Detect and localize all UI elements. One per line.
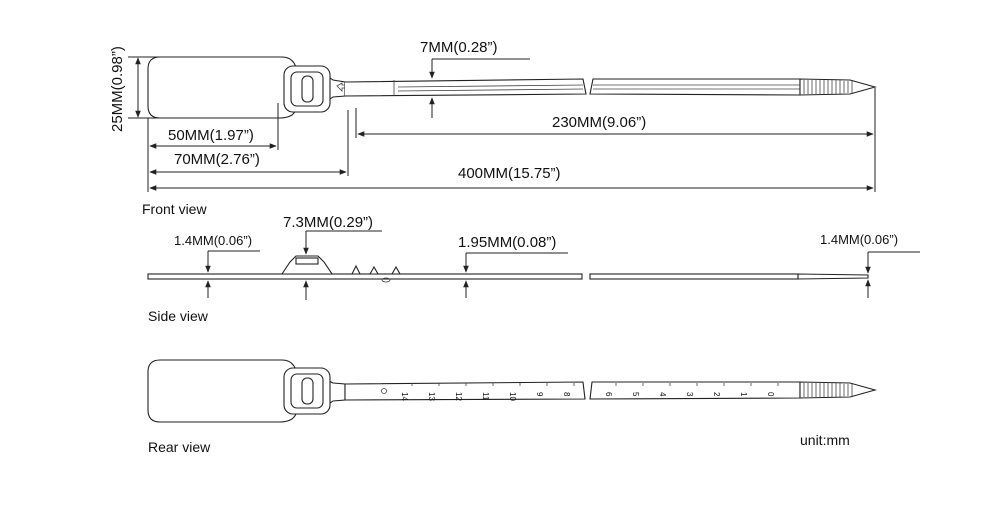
rear-lock-slot <box>301 377 314 405</box>
dim-length-50: 50MM(1.97”) <box>168 127 254 144</box>
ruler-num: 6 <box>604 392 613 397</box>
front-strap-left <box>344 78 587 97</box>
rear-ruler-right: 6 5 4 3 2 1 0 <box>604 383 779 397</box>
side-nub <box>381 277 391 283</box>
ruler-num: 14 <box>400 392 409 401</box>
dim-thick-73: 7.3MM(0.29”) <box>283 214 373 231</box>
side-lock-top <box>295 257 319 265</box>
unit-label: unit:mm <box>800 432 850 448</box>
ruler-num: 13 <box>427 392 436 401</box>
rear-view: 14 13 12 11 10 9 8 6 5 4 3 2 1 0 Rear vi… <box>147 359 878 455</box>
rear-ruler-left: 14 13 12 11 10 9 8 <box>400 383 575 401</box>
rear-tail-teeth <box>803 383 853 397</box>
front-strap-right <box>589 78 801 96</box>
ruler-num: 1 <box>739 392 748 397</box>
dim-height-25: 25MM(0.98”) <box>109 46 126 132</box>
side-strap-right <box>589 273 799 280</box>
side-strap-left <box>147 273 583 280</box>
ruler-num: 9 <box>535 392 544 397</box>
dim-length-70: 70MM(2.76”) <box>174 151 260 168</box>
ruler-num: 3 <box>685 392 694 397</box>
dim-thick-14-left: 1.4MM(0.06”) <box>174 233 252 248</box>
ruler-num: 4 <box>658 392 667 397</box>
front-tail <box>799 78 878 96</box>
dim-thick-14-right: 1.4MM(0.06”) <box>820 232 898 247</box>
ruler-num: 0 <box>766 392 775 397</box>
dim-length-400: 400MM(15.75”) <box>458 165 561 182</box>
ruler-num: 11 <box>481 392 490 401</box>
side-spike-2 <box>369 265 379 275</box>
ruler-num: 12 <box>454 392 463 401</box>
ruler-num: 8 <box>562 392 571 397</box>
dim-thick-195: 1.95MM(0.08”) <box>458 234 556 251</box>
rear-tail <box>799 381 878 399</box>
rear-hole <box>381 388 387 394</box>
label-side-view: Side view <box>148 308 209 324</box>
ruler-num: 2 <box>712 392 721 397</box>
label-front-view: Front view <box>142 201 207 217</box>
rear-strap-left <box>344 381 586 401</box>
label-rear-view: Rear view <box>148 439 211 455</box>
front-view: 25MM(0.98”) 7MM(0.28”) 50MM(1.97”) 70MM(… <box>109 39 878 217</box>
dim-length-230: 230MM(9.06”) <box>552 114 646 131</box>
front-lock-slot <box>301 75 314 103</box>
side-spike-3 <box>391 265 401 275</box>
side-lock <box>280 255 334 275</box>
dim-width-7: 7MM(0.28”) <box>420 39 498 56</box>
side-spike-1 <box>351 264 361 275</box>
front-flag <box>147 56 298 119</box>
rear-flag <box>147 359 298 423</box>
ruler-num: 5 <box>631 392 640 397</box>
side-view: 7.3MM(0.29”) 1.4MM(0.06”) 1.95MM(0.08”) … <box>147 214 920 324</box>
ruler-num: 10 <box>508 392 517 401</box>
front-tail-teeth <box>803 80 853 94</box>
side-tail <box>797 273 869 280</box>
